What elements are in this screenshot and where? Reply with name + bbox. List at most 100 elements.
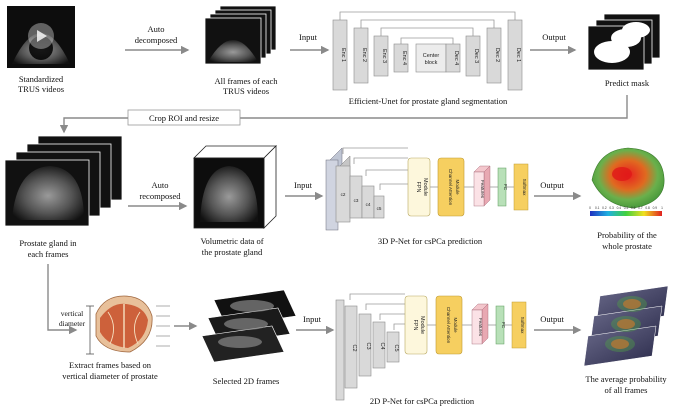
center-block [415, 43, 447, 73]
colorbar-tick: 0.6 [631, 206, 636, 210]
fpn-label-2d-line1: FPN [412, 320, 418, 331]
pnet3d-caption: 3D P-Net for csPCa prediction [378, 236, 483, 246]
gland-caption-line2: each frames [28, 249, 69, 259]
C4-label: C4 [379, 342, 385, 349]
center-label-line2: block [425, 60, 438, 66]
extract-caption-line2: vertical diameter of prostate [62, 371, 158, 381]
C2-block [344, 305, 358, 389]
prostate-gland-frames [4, 135, 123, 227]
dec2-label: Dec 2 [494, 48, 500, 62]
pnet3d: c2 c3 c4 c5 FPN Module Channel Attention… [325, 147, 529, 231]
volumetric-cube [193, 145, 277, 229]
frames-caption-line1: All frames of each [214, 76, 278, 86]
prostate-heatmap [591, 147, 665, 209]
colorbar-tick: 0.2 [602, 206, 607, 210]
pnet2d-caption: 2D P-Net for csPCa prediction [370, 396, 475, 406]
enc1-block [332, 19, 348, 91]
c3-label: c3 [354, 198, 359, 203]
frames-caption-line2: TRUS videos [223, 86, 269, 96]
C3-label: C3 [365, 342, 371, 349]
enc4-label: Enc 4 [401, 51, 407, 65]
video-caption-line1: Standardized [19, 74, 64, 84]
enc4-block [393, 43, 409, 73]
dec1-label: Dec 1 [515, 48, 521, 62]
crop-label: Crop ROI and resize [149, 113, 219, 123]
dec1-block [507, 19, 523, 91]
features-2d [471, 309, 483, 345]
enc2-label: Enc 2 [361, 48, 367, 62]
fpn-label-3d-line2: Module [422, 178, 428, 196]
C2-label: C2 [351, 344, 357, 351]
unet-caption: Efficient-Unet for prostate gland segmen… [349, 96, 508, 106]
attn-label-2d-line1: Channel Attention [446, 307, 451, 344]
enc1-label: Enc 1 [340, 48, 346, 62]
gland-caption-line1: Prostate gland in [19, 238, 77, 248]
attn-label-3d-line2: Module [455, 179, 460, 195]
probability-colorbar [590, 211, 662, 216]
colorbar-tick: 0.5 [624, 206, 629, 210]
attn-label-2d-line2: Module [453, 317, 458, 333]
fc-label-3d: FC [503, 184, 508, 191]
c5-label: c5 [377, 206, 382, 211]
colorbar-tick: 1 [661, 206, 663, 210]
prob-caption-line1: Probability of the [597, 230, 657, 240]
colorbar-tick: 0 [589, 206, 591, 210]
recomposed-label-line2: recomposed [139, 191, 181, 201]
dec3-label: Dec 3 [473, 49, 479, 63]
C3-block [358, 313, 372, 377]
colorbar-tick: 0.3 [609, 206, 614, 210]
input-block-2d [335, 299, 345, 401]
extract-connector [47, 264, 78, 335]
pnet3d-output-label: Output [540, 180, 564, 190]
frame-stack [204, 5, 277, 65]
vertical-label-line2: diameter [59, 319, 86, 328]
avg-caption-line2: of all frames [605, 385, 648, 395]
softmax-3d [513, 163, 529, 211]
c5-block [373, 195, 385, 219]
dec3-block [465, 35, 481, 77]
colorbar-tick: 0.4 [617, 206, 622, 210]
average-probability-slabs [583, 285, 669, 367]
fpn-label-2d-line2: Module [419, 316, 425, 334]
volume-caption-line2: the prostate gland [202, 247, 263, 257]
enc2-block [353, 27, 369, 84]
c3-block [349, 175, 363, 219]
frame-index-lines [156, 305, 170, 347]
prob-caption-line2: whole prostate [602, 241, 652, 251]
enc3-label: Enc 3 [381, 49, 387, 63]
pnet2d-input-label: Input [303, 314, 322, 324]
c4-label: c4 [366, 202, 371, 207]
dec2-block [486, 27, 502, 84]
attn-label-3d-line1: Channel Attention [448, 169, 453, 206]
selected-2d-frames [201, 289, 297, 363]
extract-caption-line1: Extract frames based on [69, 360, 152, 370]
selected-caption: Selected 2D frames [213, 376, 280, 386]
video-caption-line2: TRUS videos [18, 84, 64, 94]
decomposed-label-line1: Auto [148, 24, 165, 34]
mask-caption: Predict mask [605, 78, 650, 88]
softmax-2d [511, 301, 527, 349]
C4-block [372, 321, 386, 369]
fc-label-2d: FC [501, 322, 506, 329]
features-label-3d: Features [480, 180, 485, 199]
fpn-label-3d-line1: FPN [415, 182, 421, 193]
features-3d [473, 171, 485, 207]
pnet3d-input-label: Input [294, 180, 313, 190]
C5-block [386, 331, 400, 363]
vertical-label-line1: vertical [61, 309, 84, 318]
unet-input-label: Input [299, 32, 318, 42]
softmax-label-3d: Softmax [522, 179, 527, 197]
mask-shape [594, 41, 630, 63]
center-label-line1: Center [423, 53, 440, 59]
colorbar-tick: 0.9 [653, 206, 658, 210]
trus-video-thumbnail [7, 6, 75, 68]
features-label-2d: Features [478, 318, 483, 337]
predicted-mask-stack [587, 13, 661, 71]
pnet2d-output-label: Output [540, 314, 564, 324]
pnet2d: C2 C3 C4 C5 FPN Module Channel Attention… [335, 293, 527, 401]
colorbar-tick: 0.8 [645, 206, 650, 210]
c2-label: c2 [341, 192, 346, 197]
avg-caption-line1: The average probability [585, 374, 667, 384]
